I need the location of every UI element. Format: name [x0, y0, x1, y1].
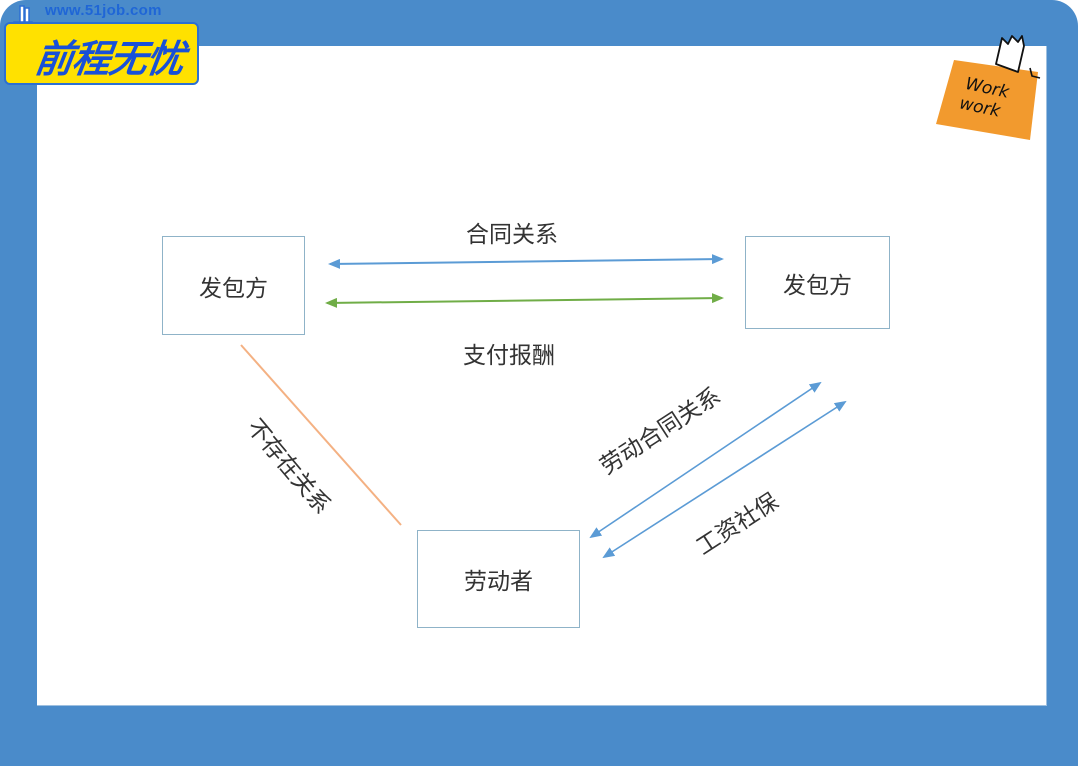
sticky-note-icon: Work work	[936, 35, 1041, 140]
node-client-left: 发包方	[162, 236, 305, 335]
wage-insurance-arrow	[602, 400, 847, 559]
node-worker: 劳动者	[417, 530, 580, 628]
logo: 前程无忧	[4, 22, 199, 85]
label-contract: 合同关系	[466, 222, 558, 248]
logo-url: www.51job.com	[45, 2, 162, 19]
contract-arrow	[328, 254, 724, 269]
payment-arrow	[325, 293, 724, 308]
no-relation-line	[240, 344, 402, 526]
node-client-right: 发包方	[745, 236, 890, 329]
label-payment: 支付报酬	[463, 343, 555, 369]
